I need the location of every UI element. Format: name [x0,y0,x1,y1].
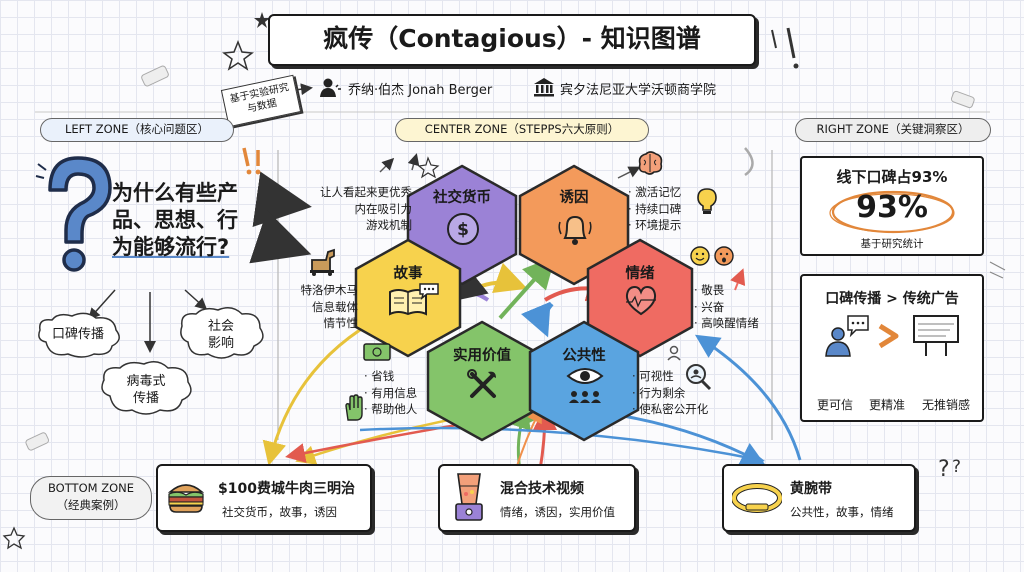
hex-emotion-label: 情绪 [625,266,655,282]
case-blender-title: 混合技术视频 [500,481,584,497]
compare-title: 口碑传播 > 传统广告 [825,291,959,307]
arrow-to-social-currency [252,171,312,227]
case-blender-tags: 情绪，诱因，实用价值 [500,505,615,519]
bubble-social-influence-text: 社会 影响 [207,319,234,351]
core-question: 为什么有些产 品、思想、行 为能够流行? [112,180,238,261]
bubble-viral-spread [101,361,192,415]
brain-icon [638,151,663,175]
talking-person-icon [825,315,869,357]
emoji-faces-icon [690,246,734,266]
bubble-word-of-mouth-text: 口碑传播 [51,327,104,342]
right-zone-label: RIGHT ZONE（关键洞察区） [795,118,991,142]
lightbulb-icon [697,188,717,214]
money-icon [363,343,391,361]
stories-notes: 特洛伊木马 信息载体 情节性 [300,283,359,330]
svg-text:?: ? [952,457,961,477]
hex-stories-label: 故事 [393,266,423,282]
core-question-line3: 为能够流行? [112,235,230,259]
author-name: 乔纳·伯杰 Jonah Berger [348,83,493,98]
stat-title: 线下口碑占93% [836,168,948,186]
heart-icon [625,285,657,316]
institution-name: 宾夕法尼亚大学沃顿商学院 [560,83,717,98]
question-mark-icon [35,156,112,272]
hex-practical-value-label: 实用价值 [453,348,511,364]
compare-item-precise: 更精准 [868,398,905,412]
exclamation-marks-icon [242,147,261,175]
case-sandwich-title: $100费城牛肉三明治 [218,481,355,497]
svg-text:$: $ [457,220,469,240]
open-book-icon [389,289,427,316]
emotion-notes: · 敬畏 · 兴奋 · 高唤醒情绪 [694,283,759,330]
case-card-wristband [722,464,916,532]
stat-note: 基于研究统计 [860,238,924,250]
compare-item-credible: 更可信 [816,398,853,412]
tools-icon [467,369,496,398]
left-zone-label: LEFT ZONE（核心问题区） [40,118,234,142]
core-question-line2: 品、思想、行 [112,208,238,232]
billboard-icon [913,315,959,356]
stat-value: 93% [856,190,928,225]
question-marks-icon: ? ? [938,457,961,482]
hex-social-currency-label: 社交货币 [433,190,491,206]
bubble-word-of-mouth [38,312,120,358]
wristband-icon [732,483,782,513]
case-sandwich-tags: 社交货币，故事，诱因 [222,505,337,519]
page-title: 疯传（Contagious）- 知识图谱 [268,14,756,66]
arrow-to-stories [249,210,312,264]
blender-icon [455,473,483,521]
eye-people-icon [566,368,604,403]
triggers-notes: · 激活记忆 · 持续口碑 · 环境提示 [628,185,682,232]
practical-value-notes: · 省钱 · 有用信息 · 帮助他人 [364,369,418,416]
svg-text:?: ? [938,457,950,482]
university-icon [534,78,554,97]
core-question-line1: 为什么有些产 [112,181,238,205]
sandwich-icon [167,484,205,513]
magnifier-people-icon [667,345,712,391]
bottom-zone-label: BOTTOM ZONE （经典案例） [30,476,152,520]
bottom-zone-label-line1: BOTTOM ZONE [47,481,134,495]
case-wristband-tags: 公共性，故事，情绪 [790,505,894,519]
stat-highlight-circle [829,190,955,234]
greater-than-icon [878,323,899,349]
bottom-zone-label-line2: （经典案例） [56,498,126,512]
bubble-viral-spread-text: 病毒式 传播 [126,374,166,406]
trojan-horse-icon [310,248,335,276]
bell-icon [558,215,592,245]
public-notes: · 可视性 · 行为剩余 · 使私密公开化 [632,369,709,416]
hex-triggers-label: 诱因 [559,190,589,206]
helping-hand-icon [345,394,363,421]
social-currency-notes: 让人看起来更优秀 内在吸引力 游戏机制 [320,185,412,232]
chat-bubble-icon [419,283,439,300]
center-zone-label: CENTER ZONE（STEPPS六大原则） [395,118,649,142]
hex-public-label: 公共性 [562,348,606,364]
case-wristband-title: 黄腕带 [790,481,832,497]
person-icon [320,78,341,97]
coin-icon: $ [447,213,479,245]
bubble-social-influence [180,307,264,359]
compare-item-no-sales: 无推销感 [921,398,970,412]
stat-card [800,156,984,256]
